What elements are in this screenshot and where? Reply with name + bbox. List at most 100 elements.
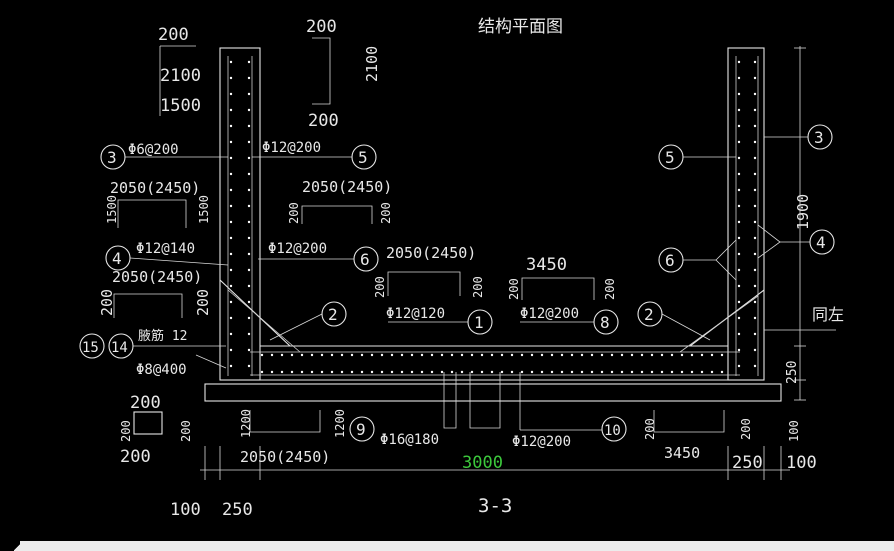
svg-text:Φ12@120: Φ12@120	[386, 306, 445, 322]
right-dimension-chain: 1900 250 100 同左	[764, 46, 844, 442]
bar-shape-2: 2050(2450) 200 200	[287, 178, 393, 224]
drawing-title: 结构平面图	[478, 17, 563, 37]
section-label: 3-3	[478, 495, 512, 517]
base-slab	[204, 279, 782, 402]
svg-text:Φ12@200: Φ12@200	[262, 140, 321, 156]
svg-text:8: 8	[600, 313, 610, 332]
svg-text:1500: 1500	[197, 195, 211, 224]
bar-shape-4: 2050(2450) 200 200	[373, 244, 485, 298]
svg-text:200: 200	[287, 202, 301, 224]
marker-4-right: 4	[757, 224, 835, 259]
svg-text:100: 100	[786, 453, 817, 473]
marker-6-right: 6	[658, 239, 737, 281]
marker-3-right: 3	[764, 124, 833, 150]
svg-text:14: 14	[111, 340, 128, 356]
svg-text:100: 100	[787, 420, 801, 442]
svg-text:2: 2	[328, 305, 338, 324]
svg-text:腋筋 12: 腋筋 12	[138, 328, 187, 344]
bar-shape-7: 3450 200 200	[643, 410, 753, 462]
svg-text:同左: 同左	[812, 305, 844, 324]
svg-text:2100: 2100	[160, 66, 201, 86]
svg-text:3450: 3450	[526, 255, 567, 275]
svg-text:200: 200	[119, 420, 133, 442]
svg-text:5: 5	[665, 148, 675, 167]
svg-text:Φ12@200: Φ12@200	[268, 241, 327, 257]
svg-text:2: 2	[644, 305, 654, 324]
svg-text:200: 200	[179, 420, 193, 442]
svg-text:200: 200	[471, 276, 485, 298]
svg-text:5: 5	[358, 148, 368, 167]
svg-text:250: 250	[222, 500, 253, 520]
svg-text:1200: 1200	[333, 409, 347, 438]
marker-8: 8 Φ12@200	[520, 306, 619, 335]
svg-text:3: 3	[814, 128, 824, 147]
bar-shape-3: 2050(2450) 200 200	[98, 268, 212, 318]
marker-15: 15	[79, 333, 105, 359]
svg-text:Φ12@200: Φ12@200	[512, 434, 571, 450]
svg-text:6: 6	[665, 251, 675, 270]
svg-text:1200: 1200	[239, 409, 253, 438]
status-divider	[14, 541, 24, 551]
svg-text:200: 200	[158, 25, 189, 45]
svg-text:200: 200	[373, 276, 387, 298]
bottom-dimension-chain: 3000 100 250 250 100	[170, 446, 817, 520]
bar-shape-5: 3450 200 200	[507, 255, 617, 300]
status-bar	[0, 539, 894, 551]
svg-text:Φ12@140: Φ12@140	[136, 241, 195, 257]
svg-text:2050(2450): 2050(2450)	[386, 244, 476, 262]
marker-1: 1 Φ12@120	[386, 306, 493, 335]
svg-text:200: 200	[98, 289, 116, 316]
svg-text:6: 6	[360, 250, 370, 269]
svg-text:3: 3	[107, 148, 117, 167]
svg-text:1500: 1500	[160, 96, 201, 116]
svg-text:15: 15	[82, 340, 99, 356]
marker-5-left: 5 Φ12@200	[252, 140, 377, 170]
svg-text:200: 200	[194, 289, 212, 316]
svg-text:200: 200	[130, 393, 161, 413]
svg-text:200: 200	[306, 17, 337, 37]
status-tab[interactable]	[0, 541, 18, 551]
svg-text:1: 1	[474, 313, 484, 332]
svg-text:2050(2450): 2050(2450)	[240, 448, 330, 466]
svg-text:1500: 1500	[105, 195, 119, 224]
left-wall	[219, 47, 261, 381]
svg-text:Φ6@200: Φ6@200	[128, 142, 179, 158]
rebar-dots	[229, 60, 757, 374]
svg-text:2050(2450): 2050(2450)	[112, 268, 202, 286]
svg-text:250: 250	[785, 361, 800, 384]
svg-text:9: 9	[356, 420, 366, 439]
svg-text:200: 200	[643, 418, 657, 440]
marker-5-right: 5	[658, 144, 736, 170]
command-line[interactable]	[20, 541, 894, 551]
svg-text:4: 4	[112, 249, 122, 268]
svg-text:200: 200	[739, 418, 753, 440]
total-width-dim: 3000	[462, 453, 503, 473]
bar-shape-1: 2050(2450) 1500 1500	[105, 179, 211, 228]
top-wall-dim: 200 2100 200	[306, 17, 381, 131]
marker-6-left: 6 Φ12@200	[258, 241, 379, 272]
marker-2-left: 2	[269, 301, 347, 341]
svg-text:250: 250	[732, 453, 763, 473]
svg-text:10: 10	[604, 423, 621, 439]
svg-text:100: 100	[170, 500, 201, 520]
marker-4-left: 4 Φ12@140	[105, 241, 229, 271]
svg-text:Φ16@180: Φ16@180	[380, 432, 439, 448]
marker-9: 9 Φ16@180	[349, 372, 501, 448]
svg-text:3450: 3450	[664, 444, 700, 462]
bar-shape-6: 2050(2450) 1200 1200	[239, 409, 347, 466]
svg-text:200: 200	[507, 278, 521, 300]
marker-14: 14 腋筋 12 Φ8@400	[108, 328, 227, 378]
svg-text:Φ8@400: Φ8@400	[136, 362, 187, 378]
marker-10: 10 Φ12@200	[512, 372, 627, 450]
small-section-box: 200 200 200 200	[119, 393, 193, 467]
right-wall	[727, 47, 765, 381]
svg-text:200: 200	[603, 278, 617, 300]
marker-2-right: 2	[637, 301, 711, 341]
marker-3-left: 3 Φ6@200	[100, 142, 228, 170]
svg-text:200: 200	[120, 447, 151, 467]
svg-text:2050(2450): 2050(2450)	[110, 179, 200, 197]
svg-text:2100: 2100	[363, 46, 381, 82]
svg-text:2050(2450): 2050(2450)	[302, 178, 392, 196]
svg-text:1900: 1900	[794, 194, 812, 230]
